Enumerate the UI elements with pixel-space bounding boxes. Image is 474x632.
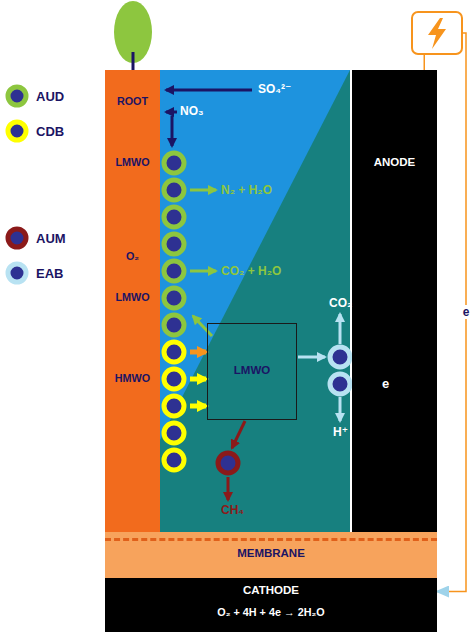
eab-cells xyxy=(330,347,350,394)
hydrolysis-arrow xyxy=(190,404,206,409)
co2-arrow xyxy=(339,314,342,344)
product-label: N₂ + H₂O xyxy=(221,183,272,197)
node-title: MEMBRANE xyxy=(105,547,437,559)
product-label: CO₂ + H₂O xyxy=(221,264,281,278)
ion-label: SO₄²⁻ xyxy=(258,82,291,96)
uptake-arrow xyxy=(193,316,212,336)
methane-arrow xyxy=(227,477,230,500)
anode-electrode: ANODE xyxy=(352,70,437,532)
anaerobic-region xyxy=(160,70,350,532)
legend-text: EAB xyxy=(36,266,63,281)
legend-swatch xyxy=(4,83,30,109)
node-title: CATHODE xyxy=(105,584,437,596)
cell-symbol xyxy=(8,87,26,105)
legend-item: EAB xyxy=(4,260,63,286)
legend-text: AUD xyxy=(36,89,64,104)
lightning-symbol xyxy=(428,18,446,49)
legend-item: AUD xyxy=(4,83,64,109)
ion-label: NO₃ xyxy=(180,104,204,118)
node-title: ANODE xyxy=(352,156,437,168)
electron-label: e xyxy=(382,376,389,391)
soil-region xyxy=(160,70,350,532)
legend-swatch xyxy=(4,225,30,251)
node-text: HMWO xyxy=(105,372,160,384)
node-title: ROOT xyxy=(105,95,160,107)
cell-symbol xyxy=(8,229,26,247)
battery-icon xyxy=(412,12,462,54)
membrane-band: MEMBRANE xyxy=(105,532,437,578)
hydrolysis-arrow xyxy=(190,350,206,355)
legend-item: AUM xyxy=(4,225,66,251)
root-zone: ROOT LMWO O₂ LMWO HMWO xyxy=(105,70,160,532)
wire-label: e xyxy=(461,305,472,319)
node-title: LMWO xyxy=(208,364,296,376)
sulfate-arrow xyxy=(166,89,252,92)
process-box: LMWO xyxy=(207,323,297,420)
denitrification-arrow xyxy=(190,189,216,192)
proton-arrow xyxy=(339,397,342,421)
nitrate-arrow xyxy=(166,111,177,114)
cdb-cells xyxy=(164,342,184,470)
nitrate-arrow xyxy=(171,116,174,146)
aud-cells xyxy=(164,153,184,335)
node-text: O₂ + 4H + 4e → 2H₂O xyxy=(105,606,437,618)
cell-symbol xyxy=(8,122,26,140)
legend-swatch xyxy=(4,260,30,286)
legend-text: CDB xyxy=(36,124,64,139)
node-text: LMWO xyxy=(105,291,160,303)
respiration-arrow xyxy=(190,270,216,273)
legend-text: AUM xyxy=(36,231,66,246)
oxidation-arrow xyxy=(298,356,325,359)
methanogenesis-arrow xyxy=(232,421,245,448)
node-text: LMWO xyxy=(105,156,160,168)
legend-item: CDB xyxy=(4,118,64,144)
methane-label: CH₄ xyxy=(221,503,244,517)
cathode-electrode: CATHODE O₂ + 4H + 4e → 2H₂O xyxy=(105,578,437,632)
membrane-dash-line xyxy=(105,538,437,541)
proton-label: H⁺ xyxy=(333,425,348,439)
gas-label: CO₂ xyxy=(329,296,352,310)
node-text: O₂ xyxy=(105,250,160,262)
cell-symbol xyxy=(8,264,26,282)
aum-cell xyxy=(218,453,238,473)
hydrolysis-arrow xyxy=(190,377,206,382)
legend-swatch xyxy=(4,118,30,144)
